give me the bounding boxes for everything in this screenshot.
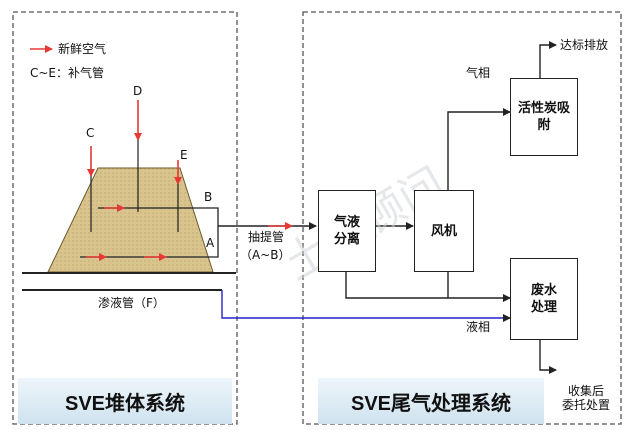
- right-system-frame: [302, 11, 622, 425]
- disposal-line: [539, 340, 557, 374]
- extraction-pipe-label: 抽提管: [248, 230, 285, 244]
- liquid-phase-label: 液相: [466, 320, 491, 334]
- extraction-manifold: [205, 207, 219, 258]
- emission-line: [539, 41, 557, 78]
- leachate-line: [221, 290, 511, 322]
- disposal-label: 收集后 委托处置: [561, 384, 610, 412]
- fresh-air-legend-label: 新鲜空气: [58, 42, 107, 56]
- gas-phase-label: 气相: [466, 66, 491, 80]
- supplement-pipe-legend-label: C~E：补气管: [30, 66, 105, 80]
- separator-liquid-line: [345, 272, 448, 299]
- pipe-label-D: D: [133, 84, 143, 98]
- wastewater-treatment-box: 废水 处理: [510, 258, 578, 340]
- leachate-pipe-label: 渗液管（F）: [98, 296, 165, 310]
- emission-label: 达标排放: [560, 38, 609, 52]
- gas-liquid-separator-box: 气液 分离: [318, 190, 376, 272]
- pipe-label-B: B: [204, 190, 213, 204]
- pipe-label-C: C: [86, 126, 95, 140]
- pipe-label-E: E: [180, 148, 188, 162]
- left-system-frame: [12, 11, 238, 425]
- fan-to-carbon-line: [447, 108, 511, 190]
- fan-to-wastewater-line: [447, 272, 511, 302]
- extraction-pipe-range: （A~B）: [240, 248, 291, 262]
- activated-carbon-box: 活性炭吸 附: [510, 78, 578, 156]
- right-system-banner: SVE尾气处理系统: [318, 378, 544, 424]
- left-system-banner: SVE堆体系统: [18, 378, 232, 424]
- pipe-label-A: A: [206, 236, 215, 250]
- fan-box: 风机: [414, 190, 474, 272]
